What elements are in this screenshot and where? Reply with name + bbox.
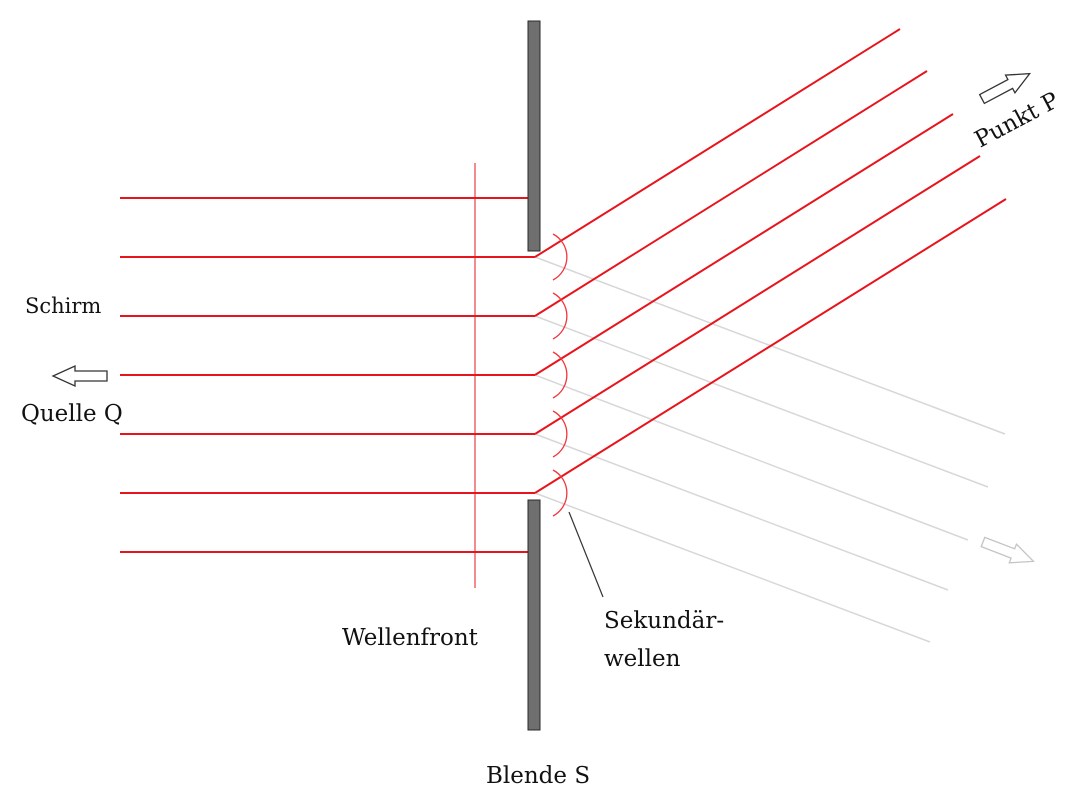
wellenfront-label: Wellenfront [342,625,479,651]
quelle-label: Quelle Q [21,401,123,427]
secondary-wave-arc [552,351,568,399]
secondary-wave-arc [552,233,568,281]
diffracted-ray [534,155,981,435]
secondary-wave-arc [552,292,568,340]
aperture-top-plate [527,20,541,252]
ghost-ray [534,315,989,488]
diffracted-rays [534,28,1007,494]
diffracted-ray [534,113,954,376]
diffracted-ray [534,70,928,317]
secondary-wave-arc [552,469,568,517]
secondary-wave-arc [552,410,568,458]
ghost-ray [534,374,969,541]
ghost-ray [534,433,949,591]
source-arrow-icon [51,364,108,388]
diffracted-ray [534,28,901,258]
diffracted-ray [534,198,1007,494]
incoming-rays [120,197,535,553]
ghost-ray [534,492,931,643]
schirm-label: Schirm [25,294,101,318]
ghost-arrow-icon [980,536,1035,564]
point-p-arrow-icon [978,72,1032,105]
aperture-bottom-plate [527,499,541,731]
sekundaerwellen-label-line2: wellen [604,646,681,672]
blende-label: Blende S [486,763,590,789]
secondary-waves [552,233,568,517]
sekundaerwellen-leader-line [568,511,604,598]
sekundaerwellen-label-line1: Sekundär- [604,608,724,634]
